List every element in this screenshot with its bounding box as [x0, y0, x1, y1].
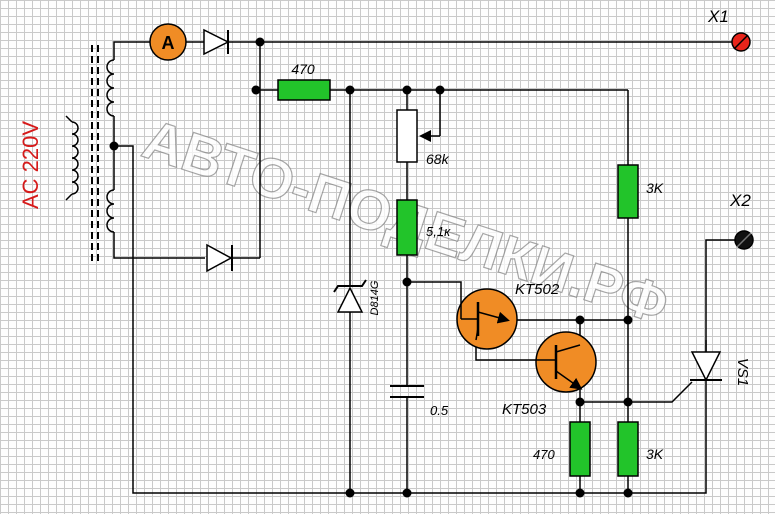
junction-dot	[109, 141, 119, 151]
zener-label: D814G	[369, 280, 381, 315]
capacitor-label: 0.5	[430, 403, 449, 418]
resistor-470-top-label: 470	[291, 61, 315, 77]
junction-dot	[623, 488, 633, 498]
ac-source-label: AC 220V	[18, 121, 43, 209]
junction-dot	[575, 397, 585, 407]
transistor-kt503	[535, 331, 597, 393]
junction-dot	[623, 397, 633, 407]
resistor-3k-right	[617, 164, 639, 219]
diode-bottom	[206, 243, 233, 273]
junction-dot	[251, 85, 261, 95]
resistor-3k-bottom	[617, 421, 639, 477]
thyristor-vs1	[690, 340, 722, 382]
transformer	[65, 45, 115, 262]
circuit-wires	[113, 41, 738, 494]
ammeter-label: A	[162, 33, 175, 53]
ammeter-symbol	[149, 23, 187, 61]
ammeter: A	[149, 23, 187, 61]
junction-dot	[402, 488, 412, 498]
junction-dot	[345, 488, 355, 498]
resistor-3k-bottom-label: 3K	[646, 446, 664, 462]
junction-dot	[575, 488, 585, 498]
junction-dot	[575, 315, 585, 325]
terminal-x1	[731, 32, 751, 52]
resistor-470-top	[277, 79, 331, 101]
resistor-470-bottom	[569, 421, 591, 477]
transistor-kt502-label: KT502	[515, 281, 560, 298]
capacitor	[390, 385, 424, 398]
potentiometer-68k	[396, 109, 418, 163]
junction-dot	[435, 85, 445, 95]
terminal-x2-label: X2	[729, 191, 751, 210]
junction-dot	[255, 37, 265, 47]
zener-diode	[333, 279, 367, 313]
resistor-5k1-label: 5,1к	[426, 224, 451, 239]
terminal-x2	[734, 230, 754, 250]
terminal-x1-label: X1	[707, 7, 729, 26]
junction-dot	[345, 85, 355, 95]
junction-dot	[623, 315, 633, 325]
resistor-3k-right-label: 3K	[646, 180, 664, 196]
resistor-470-bottom-label: 470	[533, 447, 555, 462]
junction-dots	[109, 37, 633, 498]
thyristor-label: VS1	[734, 358, 751, 386]
resistor-5k1	[396, 199, 418, 256]
transistor-kt503-label: KT503	[502, 401, 547, 418]
potentiometer-label: 68k	[426, 151, 450, 167]
junction-dot	[402, 277, 412, 287]
diode-top	[203, 28, 230, 56]
junction-dot	[402, 85, 412, 95]
transistor-kt502	[456, 288, 518, 350]
